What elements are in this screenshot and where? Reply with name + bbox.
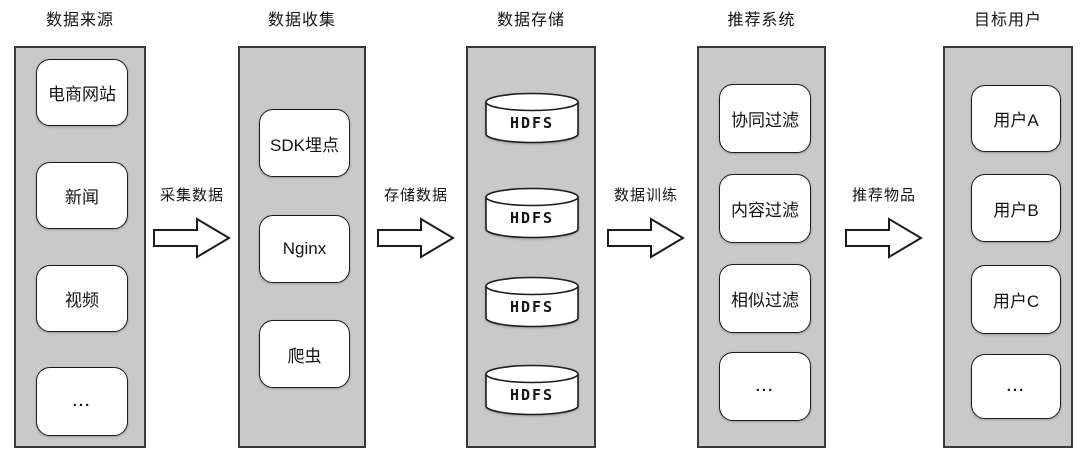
flow-arrow-train: 数据训练 bbox=[596, 186, 696, 259]
node-cylinder-hdfs: HDFS bbox=[484, 187, 580, 239]
cylinder-icon bbox=[485, 187, 579, 239]
node-box-similar-filter: 相似过滤 bbox=[719, 264, 811, 333]
column-panel-data-source: 电商网站 新闻 视频 ... bbox=[14, 46, 146, 448]
node-box-video: 视频 bbox=[36, 265, 128, 332]
right-arrow-icon bbox=[377, 217, 455, 259]
flow-arrow-recommend: 推荐物品 bbox=[834, 186, 934, 259]
node-label: 相似过滤 bbox=[731, 291, 799, 310]
column-panel-data-collect: SDK埋点 Nginx 爬虫 bbox=[238, 46, 366, 448]
node-box-nginx: Nginx bbox=[259, 215, 350, 283]
node-label: 协同过滤 bbox=[731, 111, 799, 130]
node-label: 用户C bbox=[992, 292, 1040, 311]
node-label: 用户A bbox=[993, 111, 1039, 130]
flow-arrow-store: 存储数据 bbox=[366, 186, 466, 259]
column-panel-recommend-sys: 协同过滤 内容过滤 相似过滤 ... bbox=[697, 46, 826, 448]
flow-arrow-collect: 采集数据 bbox=[142, 186, 242, 259]
node-label: HDFS bbox=[509, 114, 555, 132]
node-box-ellipsis: ... bbox=[971, 354, 1061, 419]
arrow-label: 数据训练 bbox=[613, 187, 678, 204]
column-title-data-source: 数据来源 bbox=[45, 12, 114, 29]
node-label: 新闻 bbox=[65, 188, 99, 207]
node-box-user-c: 用户C bbox=[971, 265, 1061, 334]
right-arrow-icon bbox=[607, 217, 685, 259]
node-box-user-b: 用户B bbox=[971, 174, 1061, 242]
node-label: 电商网站 bbox=[48, 85, 116, 104]
cylinder-icon bbox=[485, 276, 579, 328]
cylinder-icon bbox=[485, 92, 579, 144]
arrow-label: 存储数据 bbox=[383, 187, 448, 204]
node-box-news: 新闻 bbox=[36, 162, 128, 229]
node-box-crawler: 爬虫 bbox=[259, 320, 350, 388]
node-label: 爬虫 bbox=[287, 346, 322, 366]
column-panel-target-users: 用户A 用户B 用户C ... bbox=[943, 46, 1073, 448]
node-label: SDK埋点 bbox=[270, 135, 339, 155]
cylinder-icon bbox=[485, 364, 579, 416]
node-cylinder-hdfs: HDFS bbox=[484, 276, 580, 328]
column-title-data-storage: 数据存储 bbox=[496, 12, 565, 29]
column-panel-data-storage: HDFS HDFS HDFS HDFS bbox=[466, 46, 596, 448]
node-cylinder-hdfs: HDFS bbox=[484, 364, 580, 416]
right-arrow-icon bbox=[153, 217, 231, 259]
column-title-data-collect: 数据收集 bbox=[267, 12, 336, 29]
node-box-content-filter: 内容过滤 bbox=[719, 174, 811, 243]
node-cylinder-hdfs: HDFS bbox=[484, 92, 580, 144]
node-label: HDFS bbox=[509, 209, 555, 227]
node-label: 用户B bbox=[993, 200, 1039, 220]
node-label: 视频 bbox=[65, 291, 99, 310]
node-box-sdk: SDK埋点 bbox=[259, 109, 350, 177]
node-box-ellipsis: ... bbox=[36, 367, 128, 436]
node-label: HDFS bbox=[509, 386, 555, 404]
right-arrow-icon bbox=[845, 217, 923, 259]
node-label: ... bbox=[755, 378, 775, 395]
node-label: ... bbox=[72, 393, 92, 410]
node-label: HDFS bbox=[509, 298, 555, 316]
node-box-ecommerce: 电商网站 bbox=[36, 59, 128, 126]
node-label: 内容过滤 bbox=[731, 201, 799, 220]
column-title-recommend-sys: 推荐系统 bbox=[727, 12, 796, 29]
node-box-collab-filter: 协同过滤 bbox=[719, 84, 811, 153]
node-box-user-a: 用户A bbox=[971, 85, 1061, 152]
arrow-label: 推荐物品 bbox=[851, 187, 916, 204]
node-label: Nginx bbox=[282, 239, 327, 258]
column-title-target-users: 目标用户 bbox=[973, 12, 1042, 29]
node-label: ... bbox=[1006, 378, 1026, 395]
node-box-ellipsis: ... bbox=[719, 352, 811, 421]
arrow-label: 采集数据 bbox=[159, 187, 224, 204]
